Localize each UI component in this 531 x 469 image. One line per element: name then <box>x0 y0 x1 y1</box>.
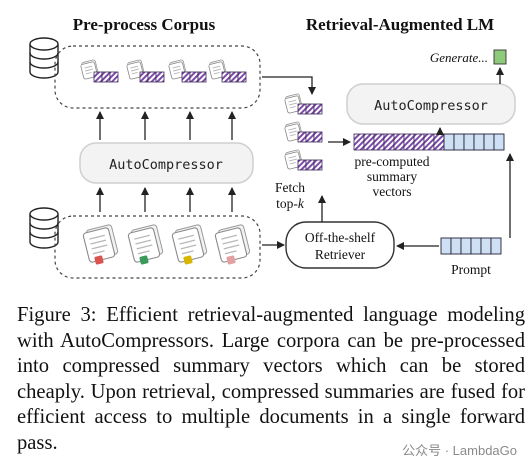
summary-vector <box>305 103 315 115</box>
prompt-token <box>480 237 492 255</box>
fetched-summaries <box>284 93 323 171</box>
upward-arrows-top <box>96 111 236 140</box>
raw-doc-4 <box>214 223 251 265</box>
prompt-token <box>440 237 452 255</box>
compressed-doc-4 <box>208 59 247 83</box>
summary-vector <box>237 71 247 83</box>
summary-vector <box>229 71 239 83</box>
fetched-summary-2 <box>284 121 323 143</box>
compressed-doc-list <box>80 59 247 83</box>
watermark: 公众号 · LambdaGo <box>400 440 519 459</box>
summary-vector <box>313 131 323 143</box>
summary-vector <box>109 71 119 83</box>
prompt-token <box>490 237 502 255</box>
summary-vector <box>221 71 231 83</box>
compressed-doc-3 <box>168 59 207 83</box>
raw-doc-list <box>82 223 251 265</box>
figure-caption-label: Figure 3: <box>17 304 97 326</box>
raw-doc-1 <box>82 223 119 265</box>
corpus-database-icon <box>29 207 59 249</box>
compressed-database-icon <box>29 37 59 79</box>
compressed-doc-1 <box>80 59 119 83</box>
generated-token <box>493 49 507 65</box>
corpus-to-fetch-arrow <box>262 76 316 95</box>
left-panel-title: Pre-process Corpus <box>73 15 216 34</box>
retriever-block <box>285 221 395 269</box>
precomputed-label-line3: vectors <box>373 184 412 199</box>
raw-doc-3 <box>171 223 208 265</box>
summary-vector <box>423 133 435 151</box>
combined-input-sequence <box>353 133 505 151</box>
prompt-token <box>483 133 495 151</box>
summary-vector <box>305 131 315 143</box>
prompt-token <box>443 133 455 151</box>
summary-vector <box>189 71 199 83</box>
summary-vector <box>101 71 111 83</box>
compressed-doc-2 <box>126 59 165 83</box>
summary-vector <box>403 133 415 151</box>
topk-label: top-k <box>276 196 305 211</box>
prompt-token <box>470 237 482 255</box>
prompt-token <box>453 133 465 151</box>
prompt-label: Prompt <box>451 262 491 277</box>
retriever-label-line2: Retriever <box>315 247 366 262</box>
summary-vector <box>297 159 307 171</box>
right-panel-title: Retrieval-Augmented LM <box>306 15 494 34</box>
prompt-token <box>473 133 485 151</box>
prompt-token <box>463 133 475 151</box>
prompt-token <box>493 133 505 151</box>
summary-vector <box>363 133 375 151</box>
fetched-summary-1 <box>284 93 323 115</box>
raw-doc-2 <box>127 223 164 265</box>
summary-vector <box>93 71 103 83</box>
document-badge <box>183 255 193 265</box>
autocompressor-right-block <box>346 83 516 125</box>
summary-vector <box>297 131 307 143</box>
summary-vector <box>393 133 405 151</box>
figure-caption: Figure 3: Efficient retrieval-augmented … <box>17 303 525 457</box>
summary-vector <box>147 71 157 83</box>
upward-arrows-bottom <box>96 187 236 212</box>
retriever-label-line1: Off-the-shelf <box>305 230 376 245</box>
raw-corpus-container <box>54 215 261 279</box>
figure-caption-text: Efficient retrieval-augmented language m… <box>17 304 526 454</box>
summary-vector <box>313 159 323 171</box>
summary-vector <box>155 71 165 83</box>
prompt-token <box>460 237 472 255</box>
autocompressor-left-label: AutoCompressor <box>109 157 223 173</box>
figure-diagram: Pre-process Corpus Retrieval-Augmented L… <box>29 15 516 279</box>
fetched-summary-3 <box>284 149 323 171</box>
summary-vector <box>181 71 191 83</box>
summary-vector <box>139 71 149 83</box>
autocompressor-left-block <box>79 142 254 184</box>
prompt-token <box>450 237 462 255</box>
summary-vector <box>313 103 323 115</box>
document-badge <box>94 255 104 265</box>
summary-vector <box>383 133 395 151</box>
summary-vector <box>305 159 315 171</box>
fetch-label: Fetch <box>275 180 305 195</box>
generate-label: Generate... <box>430 50 488 65</box>
summary-vector <box>297 103 307 115</box>
autocompressor-right-label: AutoCompressor <box>374 98 488 114</box>
document-badge <box>226 255 236 265</box>
prompt-tokens <box>440 237 502 255</box>
precomputed-label-line1: pre-computed <box>355 154 430 169</box>
summary-vector <box>433 133 445 151</box>
summary-vector <box>373 133 385 151</box>
document-badge <box>139 255 149 265</box>
summary-vector <box>413 133 425 151</box>
precomputed-label-line2: summary <box>367 169 417 184</box>
summary-vector <box>197 71 207 83</box>
compressed-corpus-container <box>54 45 261 109</box>
summary-vector <box>353 133 365 151</box>
